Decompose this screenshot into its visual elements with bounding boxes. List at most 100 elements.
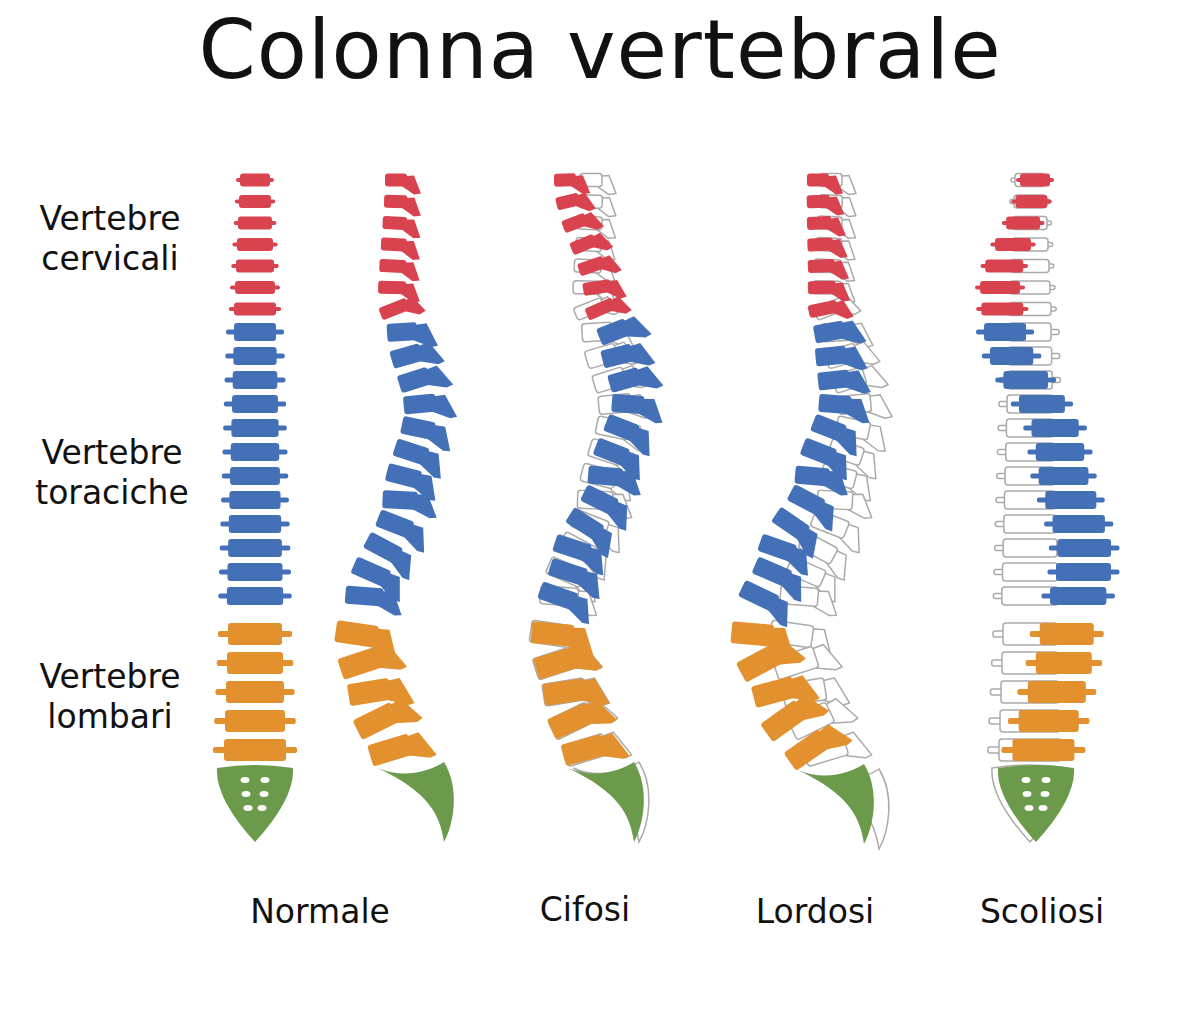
vertebra-body [1003, 371, 1048, 389]
sacral-foramen [258, 805, 267, 811]
vertebra-body [560, 734, 606, 766]
vertebra-body [385, 463, 423, 489]
vertebra-body [808, 281, 836, 295]
vertebra-body [1045, 491, 1096, 509]
vertebra-body [389, 343, 424, 369]
sacrum [568, 762, 644, 842]
vertebra [560, 728, 630, 774]
vertebra-body [794, 466, 830, 487]
vertebra-body [582, 279, 612, 296]
vertebra [379, 259, 421, 282]
vertebra-body [233, 347, 276, 365]
vertebra-body [554, 173, 576, 186]
vertebra-body [565, 507, 605, 541]
vertebra-body [238, 217, 272, 230]
vertebra-body [787, 484, 826, 516]
vertebra-body [1016, 195, 1048, 208]
vertebra [807, 194, 845, 216]
vertebra-body [800, 438, 838, 467]
vertebra [367, 727, 437, 774]
vertebra-body [1036, 652, 1092, 674]
vertebra-body [542, 678, 587, 706]
vertebra-body [235, 281, 275, 294]
vertebra-body [577, 256, 607, 277]
vertebra-body [400, 416, 436, 440]
vertebra-body [561, 213, 588, 234]
vertebra-body [807, 195, 831, 209]
vertebra-body [403, 394, 437, 415]
front-spine [213, 174, 297, 843]
vertebra-body [382, 216, 407, 230]
vertebra-body [232, 395, 278, 413]
vertebra-body [736, 643, 783, 682]
vertebra [784, 716, 854, 777]
vertebra-body [236, 260, 274, 273]
vertebra [817, 367, 871, 398]
vertebra-body [1050, 587, 1106, 605]
vertebra-body [817, 369, 850, 390]
sacral-foramen [244, 805, 253, 811]
vertebra-body [385, 173, 407, 186]
vertebra [554, 173, 590, 195]
vertebra-body [533, 646, 580, 679]
vertebra-body [397, 367, 432, 394]
vertebra-body [547, 702, 594, 739]
vertebra-body [995, 238, 1031, 251]
vertebra-body [1040, 623, 1094, 645]
vertebra-body [757, 534, 797, 563]
vertebra-body [985, 260, 1023, 273]
vertebra-body [227, 652, 283, 674]
vertebra-body [228, 563, 283, 581]
vertebra-body [607, 367, 642, 393]
part-label: Lordosi [756, 892, 874, 932]
vertebra-body [234, 323, 276, 341]
vertebra-body [234, 303, 276, 316]
vertebra-body [1028, 681, 1086, 703]
vertebra [382, 216, 421, 239]
vertebra-body [240, 174, 270, 187]
side-spine [333, 173, 457, 842]
vertebra-body [1056, 563, 1111, 581]
vertebra-body [239, 195, 271, 208]
vertebra [384, 195, 422, 217]
vertebra-body [378, 281, 406, 295]
vertebra-body [784, 729, 831, 771]
vertebra-body [352, 702, 399, 740]
sacrum [378, 762, 454, 842]
vertebra-body [1003, 539, 1057, 557]
vertebra-body [611, 394, 644, 414]
vertebra-body [600, 344, 634, 369]
vertebra-body [1019, 710, 1079, 732]
vertebra-body [1032, 419, 1079, 437]
vertebra-body [738, 580, 780, 612]
vertebra-body [379, 259, 406, 273]
sacral-foramen [260, 791, 269, 797]
vertebra-body [229, 515, 281, 533]
vertebra-body [363, 531, 403, 564]
vertebra-body [226, 681, 284, 703]
vertebra-body [555, 192, 581, 210]
vertebra [807, 237, 848, 260]
vertebra [807, 297, 854, 326]
vertebra-body [530, 621, 574, 647]
sacral-foramen [1023, 791, 1032, 797]
vertebra-body [231, 443, 280, 461]
part-label: Scoliosi [980, 892, 1104, 932]
vertebra-body [984, 323, 1026, 341]
sacral-foramen [1041, 791, 1050, 797]
vertebra-body [532, 646, 579, 680]
ghost-spine [528, 173, 652, 842]
vertebra-body [1020, 174, 1050, 187]
vertebra-body [569, 234, 598, 256]
part-label: Cifosi [540, 890, 630, 930]
vertebra [808, 258, 850, 281]
vertebra-body [228, 623, 282, 645]
vertebra-body [584, 297, 616, 321]
vertebra-body [807, 300, 838, 319]
vertebra-body [990, 347, 1033, 365]
sacral-foramen [1039, 805, 1048, 811]
sacral-foramen [1025, 805, 1034, 811]
vertebra-body [233, 371, 278, 389]
sacral-foramen [242, 791, 251, 797]
vertebra-body [334, 620, 379, 648]
